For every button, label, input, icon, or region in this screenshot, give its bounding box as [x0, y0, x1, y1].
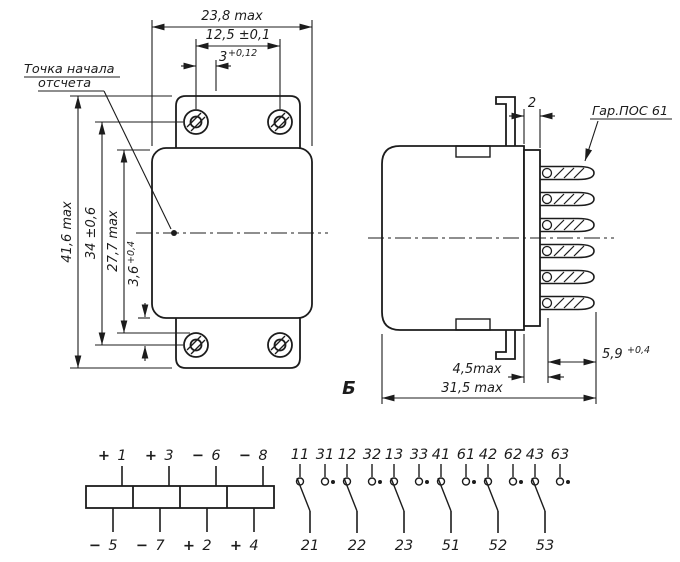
- dim-hole-edge-tol: +0,4: [126, 241, 137, 264]
- pin-1: [540, 165, 595, 181]
- dim-hole-spacing-v-label: 34 ±0,6: [84, 207, 99, 259]
- contact-num-left: 42: [479, 447, 497, 463]
- contact-group-1: 11 31 21: [291, 447, 335, 554]
- solder-note-label: Гар.ПОС 61: [592, 104, 668, 119]
- mounting-hole-bottom-right: [267, 332, 293, 358]
- contact-group-2: 12 32 22: [338, 447, 382, 554]
- contact-dot: [472, 480, 476, 484]
- reference-point-dot: [171, 230, 177, 236]
- coil-top-sign: −: [192, 448, 204, 464]
- contact-num-left: 11: [291, 447, 309, 463]
- dim-hole-offset-tol: +0,12: [228, 48, 257, 59]
- coil-pins: [112, 466, 264, 532]
- mounting-bracket-bottom: [495, 330, 516, 360]
- front-view: [136, 95, 328, 369]
- coil-terminal-block: + 1 + 3 − 6 − 8 − 5 − 7 + 2 + 4: [85, 448, 275, 554]
- contact-group-4: 41 61 51: [432, 447, 476, 554]
- coil-top-num: 3: [164, 448, 173, 464]
- contact-num-left: 12: [338, 447, 356, 463]
- reference-note-line2: отсчета: [38, 76, 91, 91]
- contact-groups: 11 31 21 12 32 22 13 33 23: [291, 447, 570, 554]
- contact-num-right: 63: [551, 447, 569, 463]
- dim-flange-thickness-label: 2: [528, 96, 536, 111]
- reference-note: Точка начала отсчета: [24, 62, 172, 230]
- body-notch-bottom: [455, 318, 491, 331]
- contact-blade: [343, 477, 358, 512]
- contact-num-common: 23: [395, 538, 413, 554]
- contact-dot: [425, 480, 429, 484]
- coil-bottom-num: 4: [249, 538, 258, 554]
- contact-blade: [484, 477, 499, 512]
- contact-group-3: 13 33 23: [385, 447, 429, 554]
- coil-labels: + 1 + 3 − 6 − 8 − 5 − 7 + 2 + 4: [89, 448, 268, 554]
- mounting-hole-bottom-left: [183, 332, 209, 358]
- coil-bottom-sign: +: [183, 538, 195, 554]
- dim-depth-total-label: 31,5 max: [441, 381, 503, 396]
- contact-blade: [531, 477, 546, 512]
- contact-group-5: 42 62 52: [479, 447, 523, 554]
- contact-num-right: 61: [457, 447, 475, 463]
- coil-top-num: 8: [258, 448, 267, 464]
- side-dimensions: 2 Гар.ПОС 61 4,5max 5,9 +0,4 31,5 max Б: [342, 96, 672, 404]
- contact-num-right: 33: [410, 447, 428, 463]
- contact-dot: [566, 480, 570, 484]
- dim-pin-base-label: 4,5max: [453, 362, 502, 377]
- contact-num-left: 13: [385, 447, 403, 463]
- dim-hole-edge-value: 3,6: [127, 266, 142, 287]
- coil-top-sign: −: [239, 448, 251, 464]
- dim-hole-spacing-h-label: 12,5 ±0,1: [206, 28, 271, 43]
- contact-group-6: 43 63 53: [526, 447, 570, 554]
- contact-blade: [296, 477, 311, 512]
- reference-note-line1: Точка начала: [24, 62, 114, 77]
- mounting-plate-bottom: [175, 316, 301, 369]
- coil-bottom-sign: −: [136, 538, 148, 554]
- contact-num-common: 51: [442, 538, 460, 554]
- coil-bottom-num: 2: [202, 538, 211, 554]
- front-dimensions: 23,8 max 12,5 ±0,1 3 +0,12 41,6 max 34 ±…: [60, 9, 313, 369]
- pin-6: [540, 295, 595, 311]
- contact-dot: [331, 480, 335, 484]
- contact-dot: [519, 480, 523, 484]
- contact-blade: [437, 477, 452, 512]
- coil-bottom-sign: +: [230, 538, 242, 554]
- coil-top-num: 1: [117, 448, 126, 464]
- contact-dot: [378, 480, 382, 484]
- mounting-plate-top: [175, 95, 301, 150]
- dim-height-total-label: 41,6 max: [60, 201, 75, 263]
- body-notch-top: [455, 145, 491, 158]
- dim-pin-length-value: 5,9: [602, 347, 623, 362]
- contact-blade: [390, 477, 405, 512]
- contact-num-left: 43: [526, 447, 544, 463]
- contact-num-common: 53: [536, 538, 554, 554]
- coil-top-sign: +: [145, 448, 157, 464]
- dim-width-label: 23,8 max: [201, 9, 263, 24]
- pin-4: [540, 243, 595, 259]
- contact-num-left: 41: [432, 447, 450, 463]
- solder-note-leader: [584, 120, 599, 162]
- view-label: Б: [342, 378, 356, 399]
- dim-pin-length-tol: +0,4: [627, 345, 650, 356]
- coil-bottom-num: 7: [155, 538, 165, 554]
- reference-leader-line: [103, 90, 172, 230]
- pin-5: [540, 269, 595, 285]
- coil-top-sign: +: [98, 448, 110, 464]
- dim-hole-offset-value: 3: [219, 50, 227, 65]
- contact-num-right: 62: [504, 447, 522, 463]
- coil-top-num: 6: [211, 448, 220, 464]
- pin-3: [540, 217, 595, 233]
- contact-num-common: 22: [348, 538, 366, 554]
- coil-bottom-sign: −: [89, 538, 101, 554]
- contact-num-right: 31: [316, 447, 334, 463]
- pin-2: [540, 191, 595, 207]
- dim-body-height-label: 27,7 max: [106, 210, 121, 272]
- coil-bottom-num: 5: [108, 538, 117, 554]
- contact-num-common: 52: [489, 538, 507, 554]
- contact-num-right: 32: [363, 447, 381, 463]
- mounting-hole-top-right: [267, 109, 293, 135]
- mounting-bracket-top: [495, 96, 516, 146]
- side-view: [368, 96, 614, 360]
- mounting-hole-top-left: [183, 109, 209, 135]
- contact-num-common: 21: [301, 538, 319, 554]
